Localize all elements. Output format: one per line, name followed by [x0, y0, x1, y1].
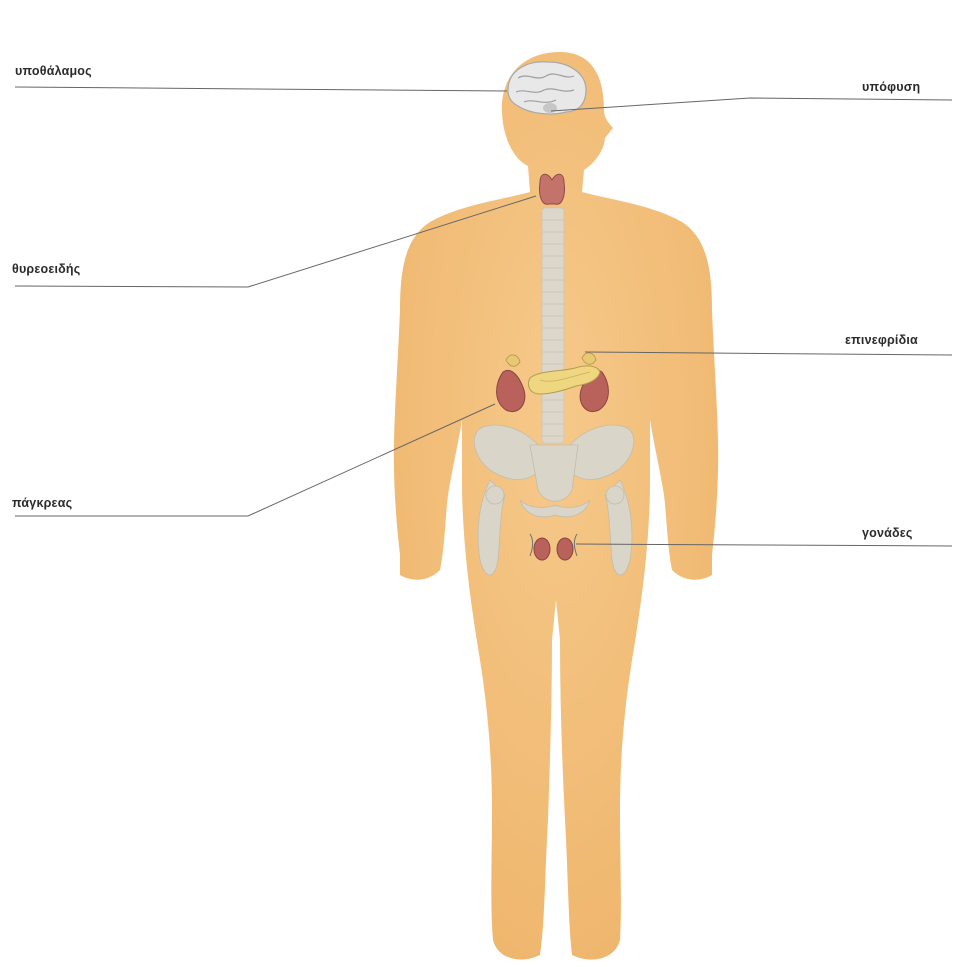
- leader-line-hypothalamus: [15, 87, 507, 91]
- label-thyroid: θυρεοειδής: [12, 262, 80, 276]
- leader-line-pituitary: [551, 98, 952, 111]
- label-pituitary: υπόφυση: [862, 80, 920, 94]
- label-adrenals: επινεφρίδια: [845, 333, 918, 347]
- label-gonads: γονάδες: [862, 526, 913, 540]
- label-pancreas: πάγκρεας: [12, 496, 72, 510]
- spine: [542, 208, 564, 443]
- label-hypothalamus: υποθάλαμος: [15, 64, 92, 78]
- brain: [508, 62, 586, 114]
